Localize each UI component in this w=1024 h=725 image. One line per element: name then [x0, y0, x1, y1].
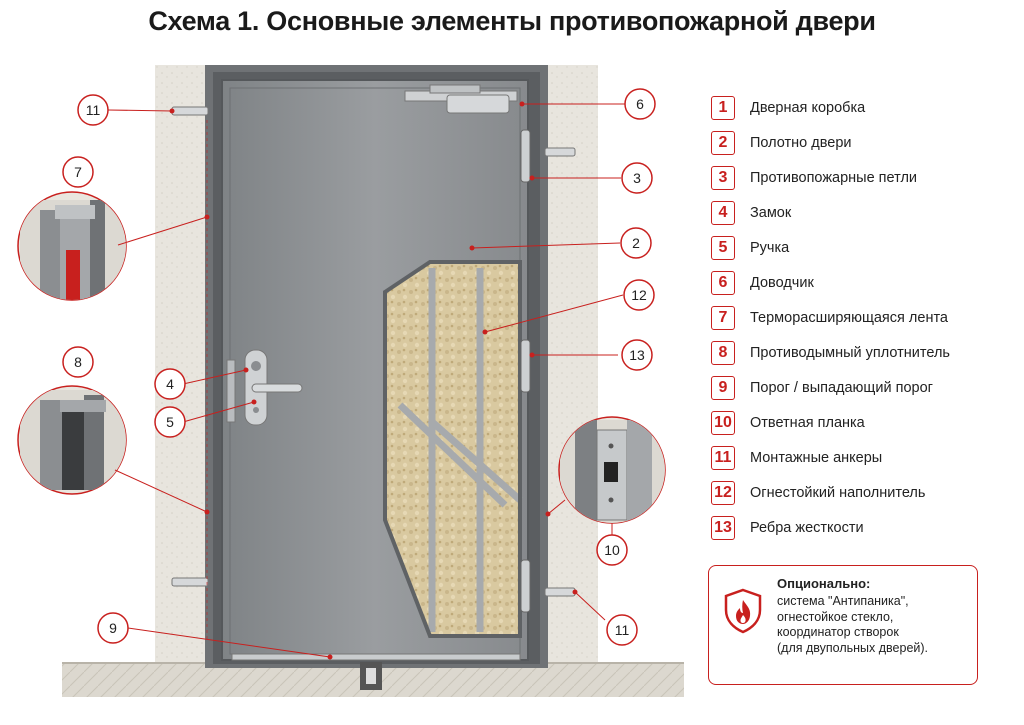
inset-thermal-tape	[17, 191, 127, 301]
legend-item: 8 Противодымный уплотнитель	[711, 339, 950, 367]
lock-and-handle	[226, 349, 303, 426]
legend-item: 4 Замок	[711, 199, 791, 227]
legend-label: Ответная планка	[750, 415, 865, 431]
page-title: Схема 1. Основные элементы противопожарн…	[148, 6, 876, 36]
legend-label: Противодымный уплотнитель	[750, 345, 950, 361]
callout-6: 6	[636, 96, 644, 112]
callout-13: 13	[629, 347, 645, 363]
callout-circles	[62, 88, 656, 646]
note-body: система "Антипаника", огнестойкое стекло…	[777, 594, 973, 656]
callout-12: 12	[631, 287, 647, 303]
legend-label: Порог / выпадающий порог	[750, 380, 933, 396]
legend-label: Замок	[750, 205, 792, 221]
note-line: огнестойкое стекло,	[777, 609, 894, 624]
legend-num: 6	[711, 271, 735, 295]
wall-left	[155, 65, 210, 665]
legend-item: 2 Полотно двери	[711, 129, 852, 157]
legend-num: 13	[711, 516, 735, 540]
callout-11-bottom: 11	[615, 622, 630, 638]
legend-label: Ребра жесткости	[750, 520, 864, 536]
legend-item: 10 Ответная планка	[711, 409, 865, 437]
callout-7: 7	[74, 164, 82, 180]
legend-item: 12 Огнестойкий наполнитель	[711, 479, 925, 507]
legend-item: 3 Противопожарные петли	[711, 164, 917, 192]
inset-smoke-seal	[17, 385, 127, 495]
note-line: координатор створок	[777, 625, 899, 639]
stiffening-ribs	[397, 268, 523, 632]
legend-item: 6 Доводчик	[711, 269, 814, 297]
legend-label: Противопожарные петли	[750, 170, 917, 186]
legend-label: Дверная коробка	[750, 100, 866, 116]
legend-label: Огнестойкий наполнитель	[750, 485, 926, 501]
note-line: система "Антипаника",	[777, 594, 909, 608]
callout-4: 4	[166, 376, 174, 392]
callout-8: 8	[74, 354, 82, 370]
legend-num: 4	[711, 201, 735, 225]
hinges	[520, 129, 531, 613]
legend-num: 10	[711, 411, 735, 435]
legend-num: 12	[711, 481, 735, 505]
wall-right	[543, 65, 598, 665]
legend-num: 2	[711, 131, 735, 155]
legend-num: 8	[711, 341, 735, 365]
callout-9: 9	[109, 620, 117, 636]
callout-11-top: 11	[86, 102, 101, 118]
legend-label: Доводчик	[750, 275, 814, 291]
legend-label: Монтажные анкеры	[750, 450, 883, 466]
legend-label: Полотно двери	[750, 135, 852, 151]
legend-item: 7 Терморасширяющаяся лента	[711, 304, 948, 332]
legend-num: 11	[711, 446, 735, 470]
legend-label: Терморасширяющаяся лента	[750, 310, 948, 326]
callout-5: 5	[166, 414, 174, 430]
legend-num: 1	[711, 96, 735, 120]
threshold	[231, 653, 521, 661]
legend-num: 5	[711, 236, 735, 260]
callout-3: 3	[633, 170, 641, 186]
callout-2: 2	[632, 235, 640, 251]
legend-label: Ручка	[750, 240, 790, 256]
inset-strike-plate	[558, 416, 666, 524]
legend-item: 9 Порог / выпадающий порог	[711, 374, 933, 402]
fire-shield-icon	[724, 588, 762, 634]
optional-note-box: Опционально: система "Антипаника", огнес…	[708, 565, 978, 685]
mounting-anchors	[171, 106, 576, 597]
legend-num: 7	[711, 306, 735, 330]
door-closer	[404, 84, 518, 114]
legend-item: 11 Монтажные анкеры	[711, 444, 882, 472]
note-title: Опционально:	[777, 576, 871, 591]
callout-10: 10	[604, 542, 620, 558]
legend-item: 1 Дверная коробка	[711, 94, 865, 122]
legend-num: 3	[711, 166, 735, 190]
legend-num: 9	[711, 376, 735, 400]
legend-item: 5 Ручка	[711, 234, 789, 262]
note-line: (для двупольных дверей).	[777, 640, 929, 655]
leader-lines	[107, 103, 626, 658]
legend-item: 13 Ребра жесткости	[711, 514, 864, 542]
